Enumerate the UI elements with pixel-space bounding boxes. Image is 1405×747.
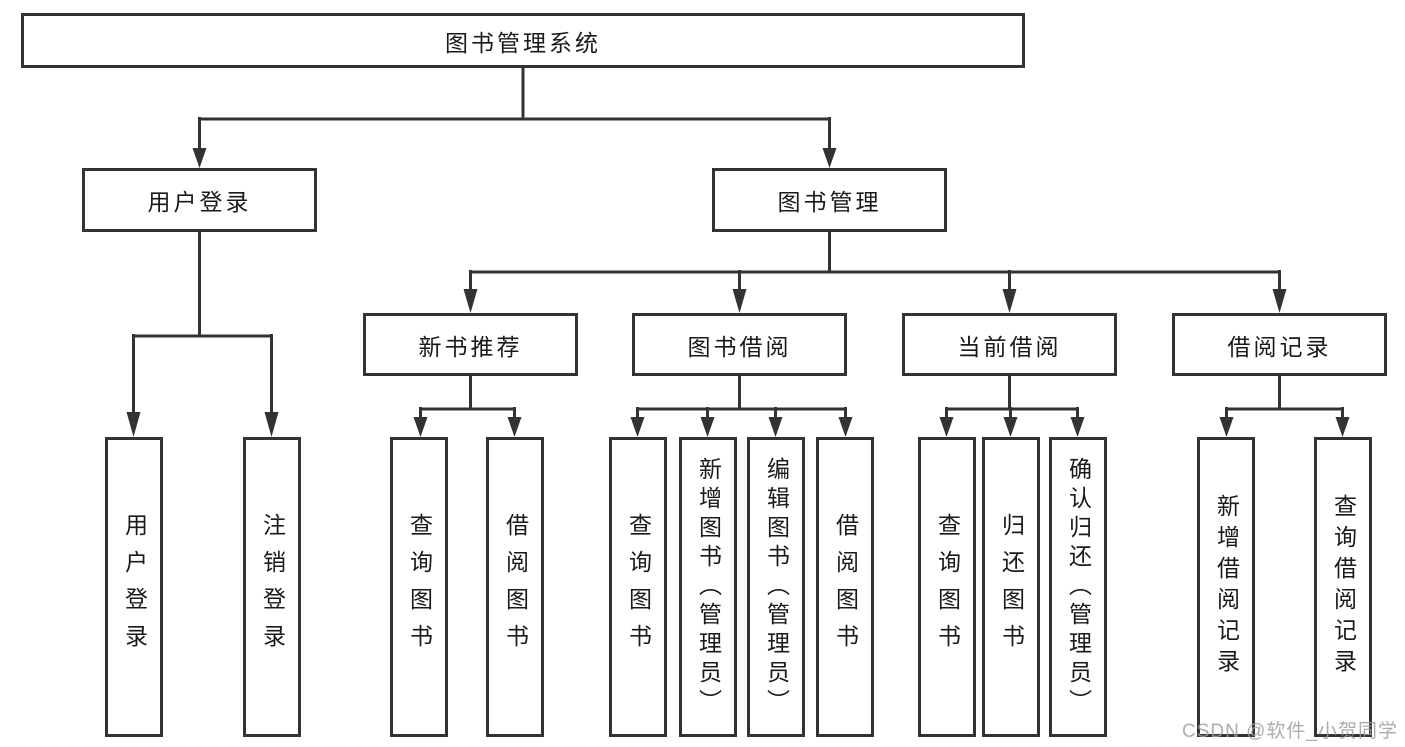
leaf-borrow-books-recommend: 借阅图书 bbox=[486, 437, 544, 737]
leaf-edit-books-admin: 编辑图书（管理员） bbox=[747, 437, 805, 737]
leaf-borrow-books: 借阅图书 bbox=[816, 437, 874, 737]
leaf-logout: 注销登录 bbox=[243, 437, 301, 737]
node-current-borrow: 当前借阅 bbox=[902, 313, 1117, 376]
leaf-query-books-current: 查询图书 bbox=[918, 437, 976, 737]
node-book-borrow: 图书借阅 bbox=[632, 313, 847, 376]
node-borrow-record: 借阅记录 bbox=[1172, 313, 1387, 376]
leaf-confirm-return-admin: 确认归还（管理员） bbox=[1049, 437, 1107, 737]
leaf-user-login: 用户登录 bbox=[105, 437, 163, 737]
leaf-query-books-recommend: 查询图书 bbox=[390, 437, 448, 737]
node-user-login-branch: 用户登录 bbox=[82, 168, 317, 232]
leaf-query-borrow-record: 查询借阅记录 bbox=[1314, 437, 1372, 737]
arrowheads bbox=[126, 148, 1350, 437]
node-book-management-branch: 图书管理 bbox=[712, 168, 947, 232]
watermark-text: CSDN @软件_小贺同学 bbox=[1182, 721, 1398, 742]
leaf-return-books: 归还图书 bbox=[982, 437, 1040, 737]
leaf-add-borrow-record: 新增借阅记录 bbox=[1197, 437, 1255, 737]
root-title: 图书管理系统 bbox=[445, 29, 601, 56]
node-root-system: 图书管理系统 bbox=[21, 13, 1025, 68]
node-new-book-recommend: 新书推荐 bbox=[363, 313, 578, 376]
leaf-query-books-borrow: 查询图书 bbox=[609, 437, 667, 737]
leaf-add-books-admin: 新增图书（管理员） bbox=[679, 437, 737, 737]
